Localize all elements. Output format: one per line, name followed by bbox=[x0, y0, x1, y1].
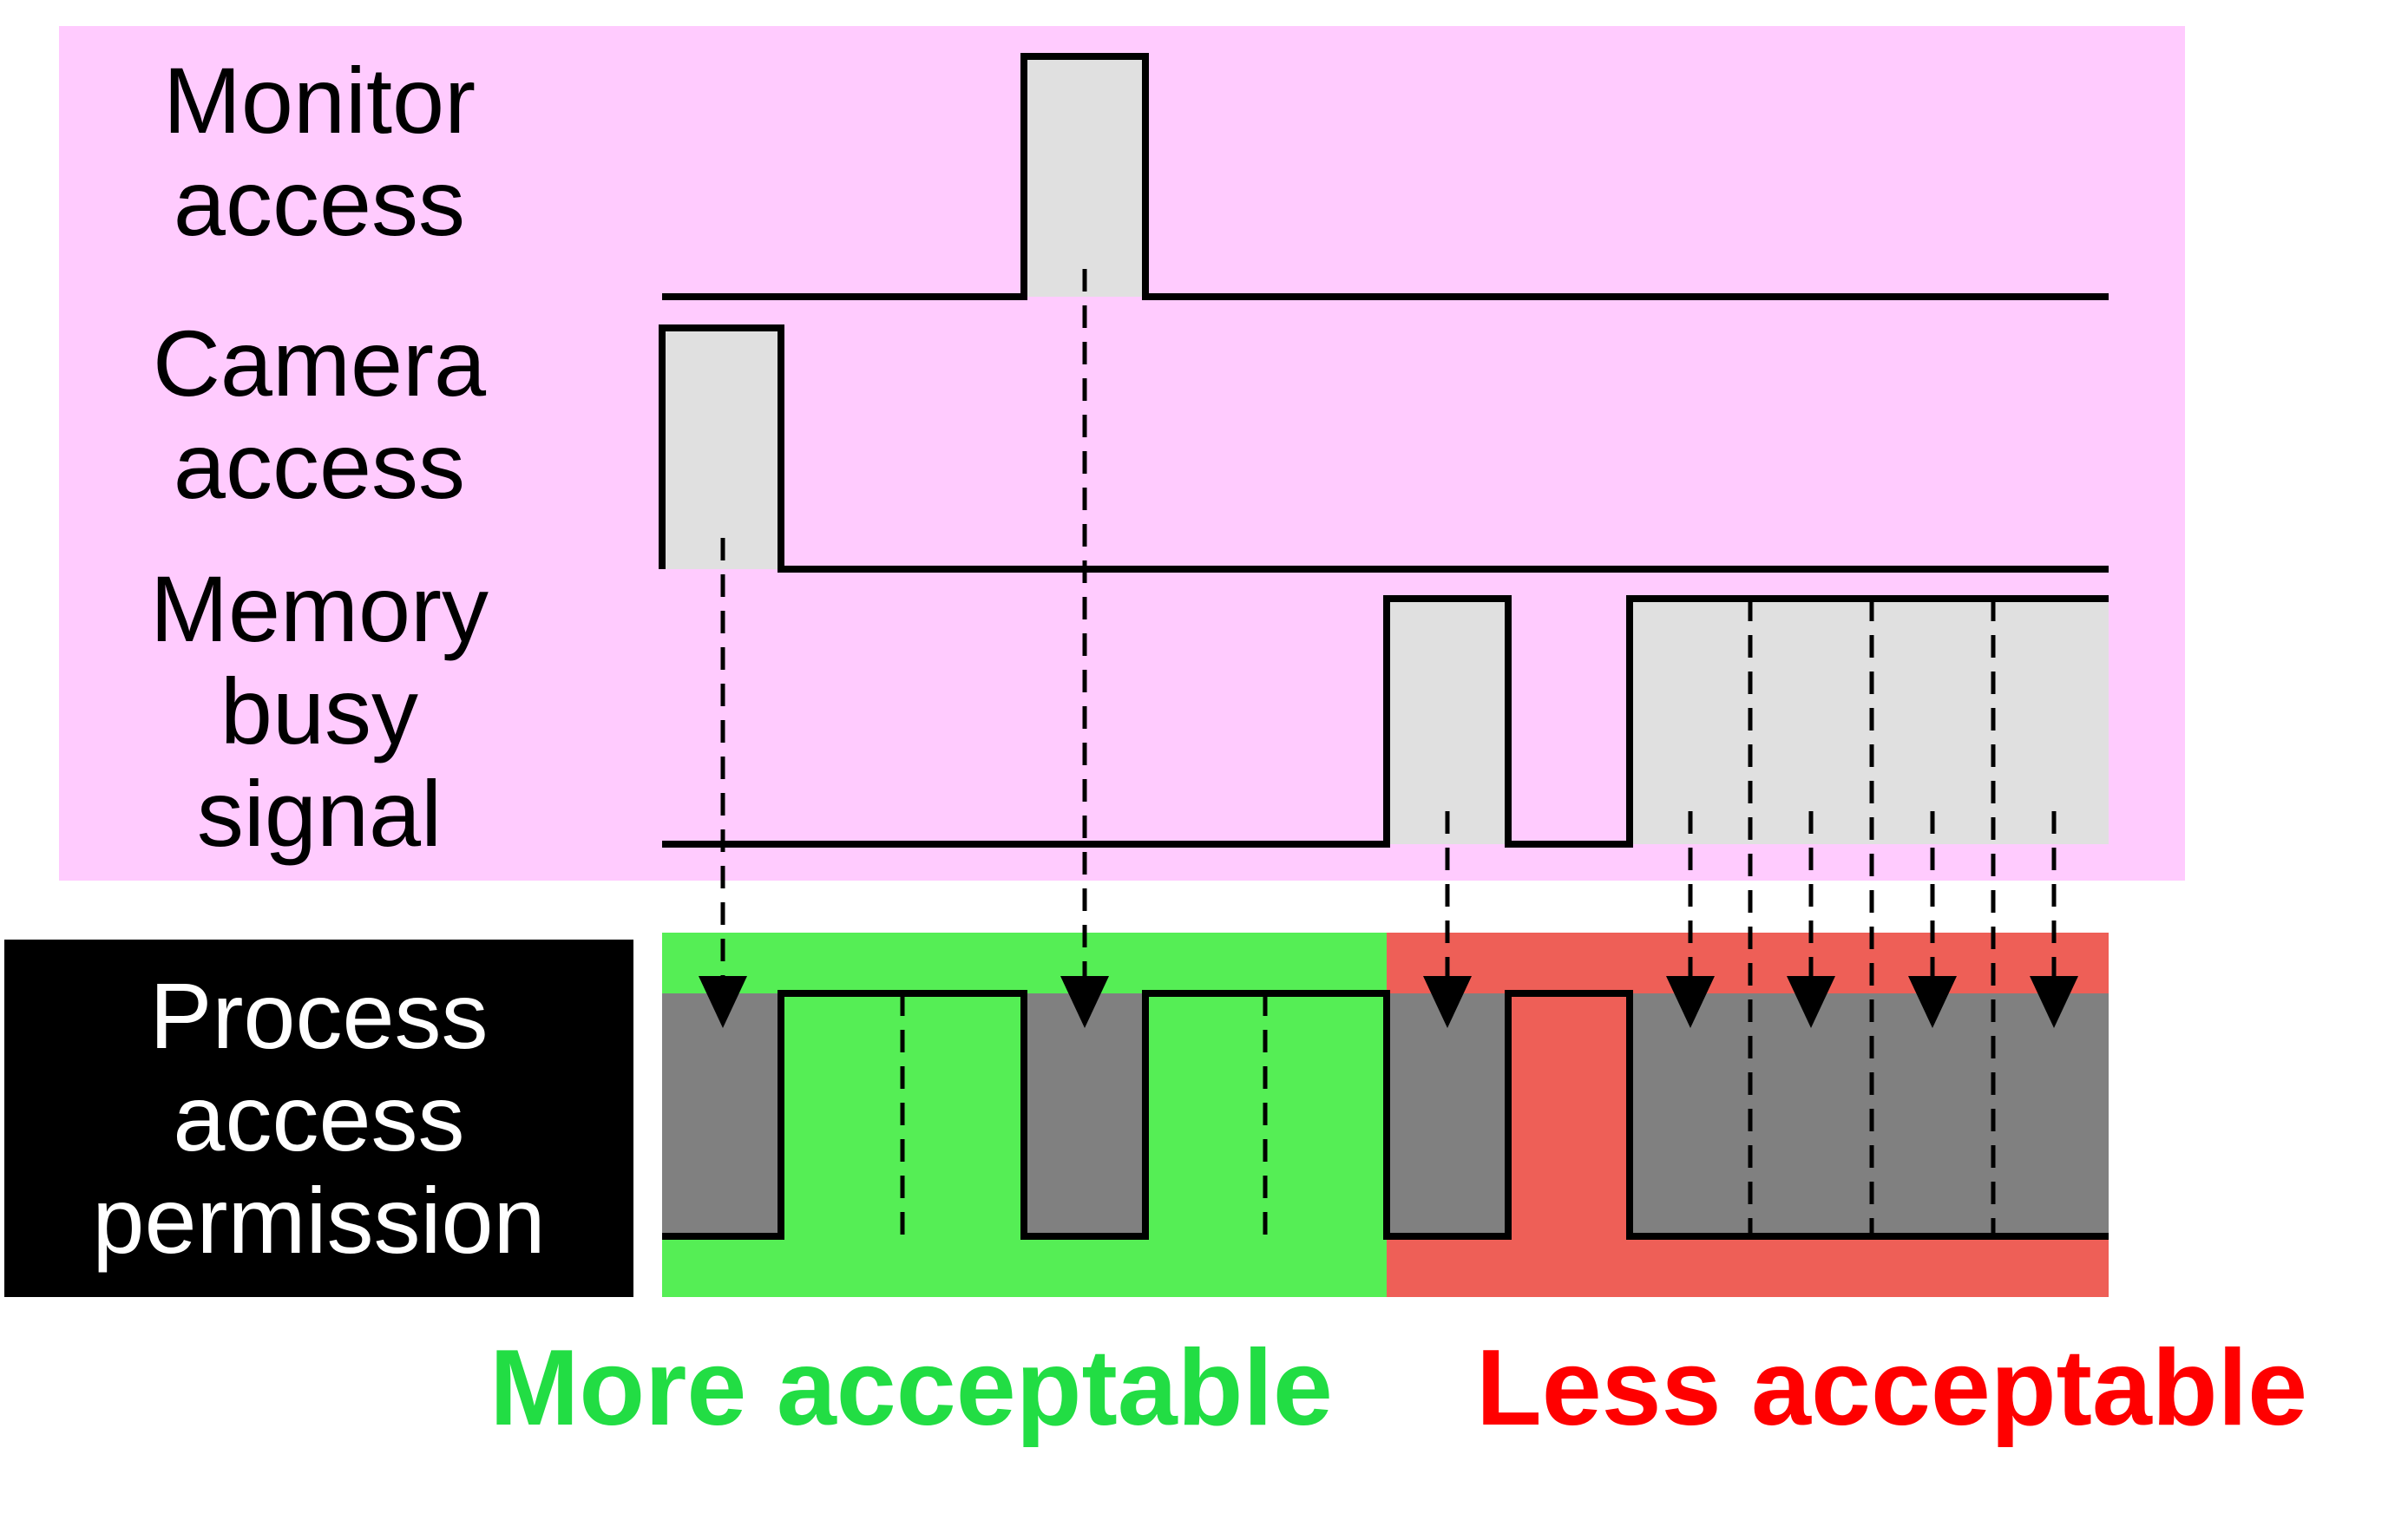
memory-busy-trace bbox=[662, 595, 2109, 848]
monitor-access-label: Monitor access bbox=[162, 48, 476, 255]
arrowhead-icon bbox=[2030, 976, 2078, 1028]
process-permission-label: Process access permission bbox=[92, 963, 546, 1273]
permission-label-box bbox=[4, 940, 633, 1297]
permission-blocked-fills bbox=[662, 993, 2109, 1236]
memory-busy-label: Memory busy signal bbox=[149, 556, 489, 866]
arrowhead-icon bbox=[1787, 976, 1835, 1028]
arrowhead-icon bbox=[699, 976, 747, 1028]
event-arrows bbox=[720, 269, 2057, 980]
more-acceptable-label: More acceptable bbox=[489, 1328, 1333, 1448]
camera-access-label: Camera access bbox=[152, 311, 487, 518]
arrowhead-icon bbox=[1666, 976, 1715, 1028]
arrowhead-icon bbox=[1060, 976, 1109, 1028]
arrowheads bbox=[699, 976, 2078, 1028]
monitor-access-trace bbox=[662, 53, 2109, 300]
arrowhead-icon bbox=[1908, 976, 1957, 1028]
dashed-divisions bbox=[900, 599, 1996, 1236]
less-acceptable-label: Less acceptable bbox=[1475, 1328, 2308, 1448]
input-pulse-fills bbox=[662, 56, 2109, 844]
arrowhead-icon bbox=[1423, 976, 1472, 1028]
camera-access-trace bbox=[659, 324, 2109, 573]
